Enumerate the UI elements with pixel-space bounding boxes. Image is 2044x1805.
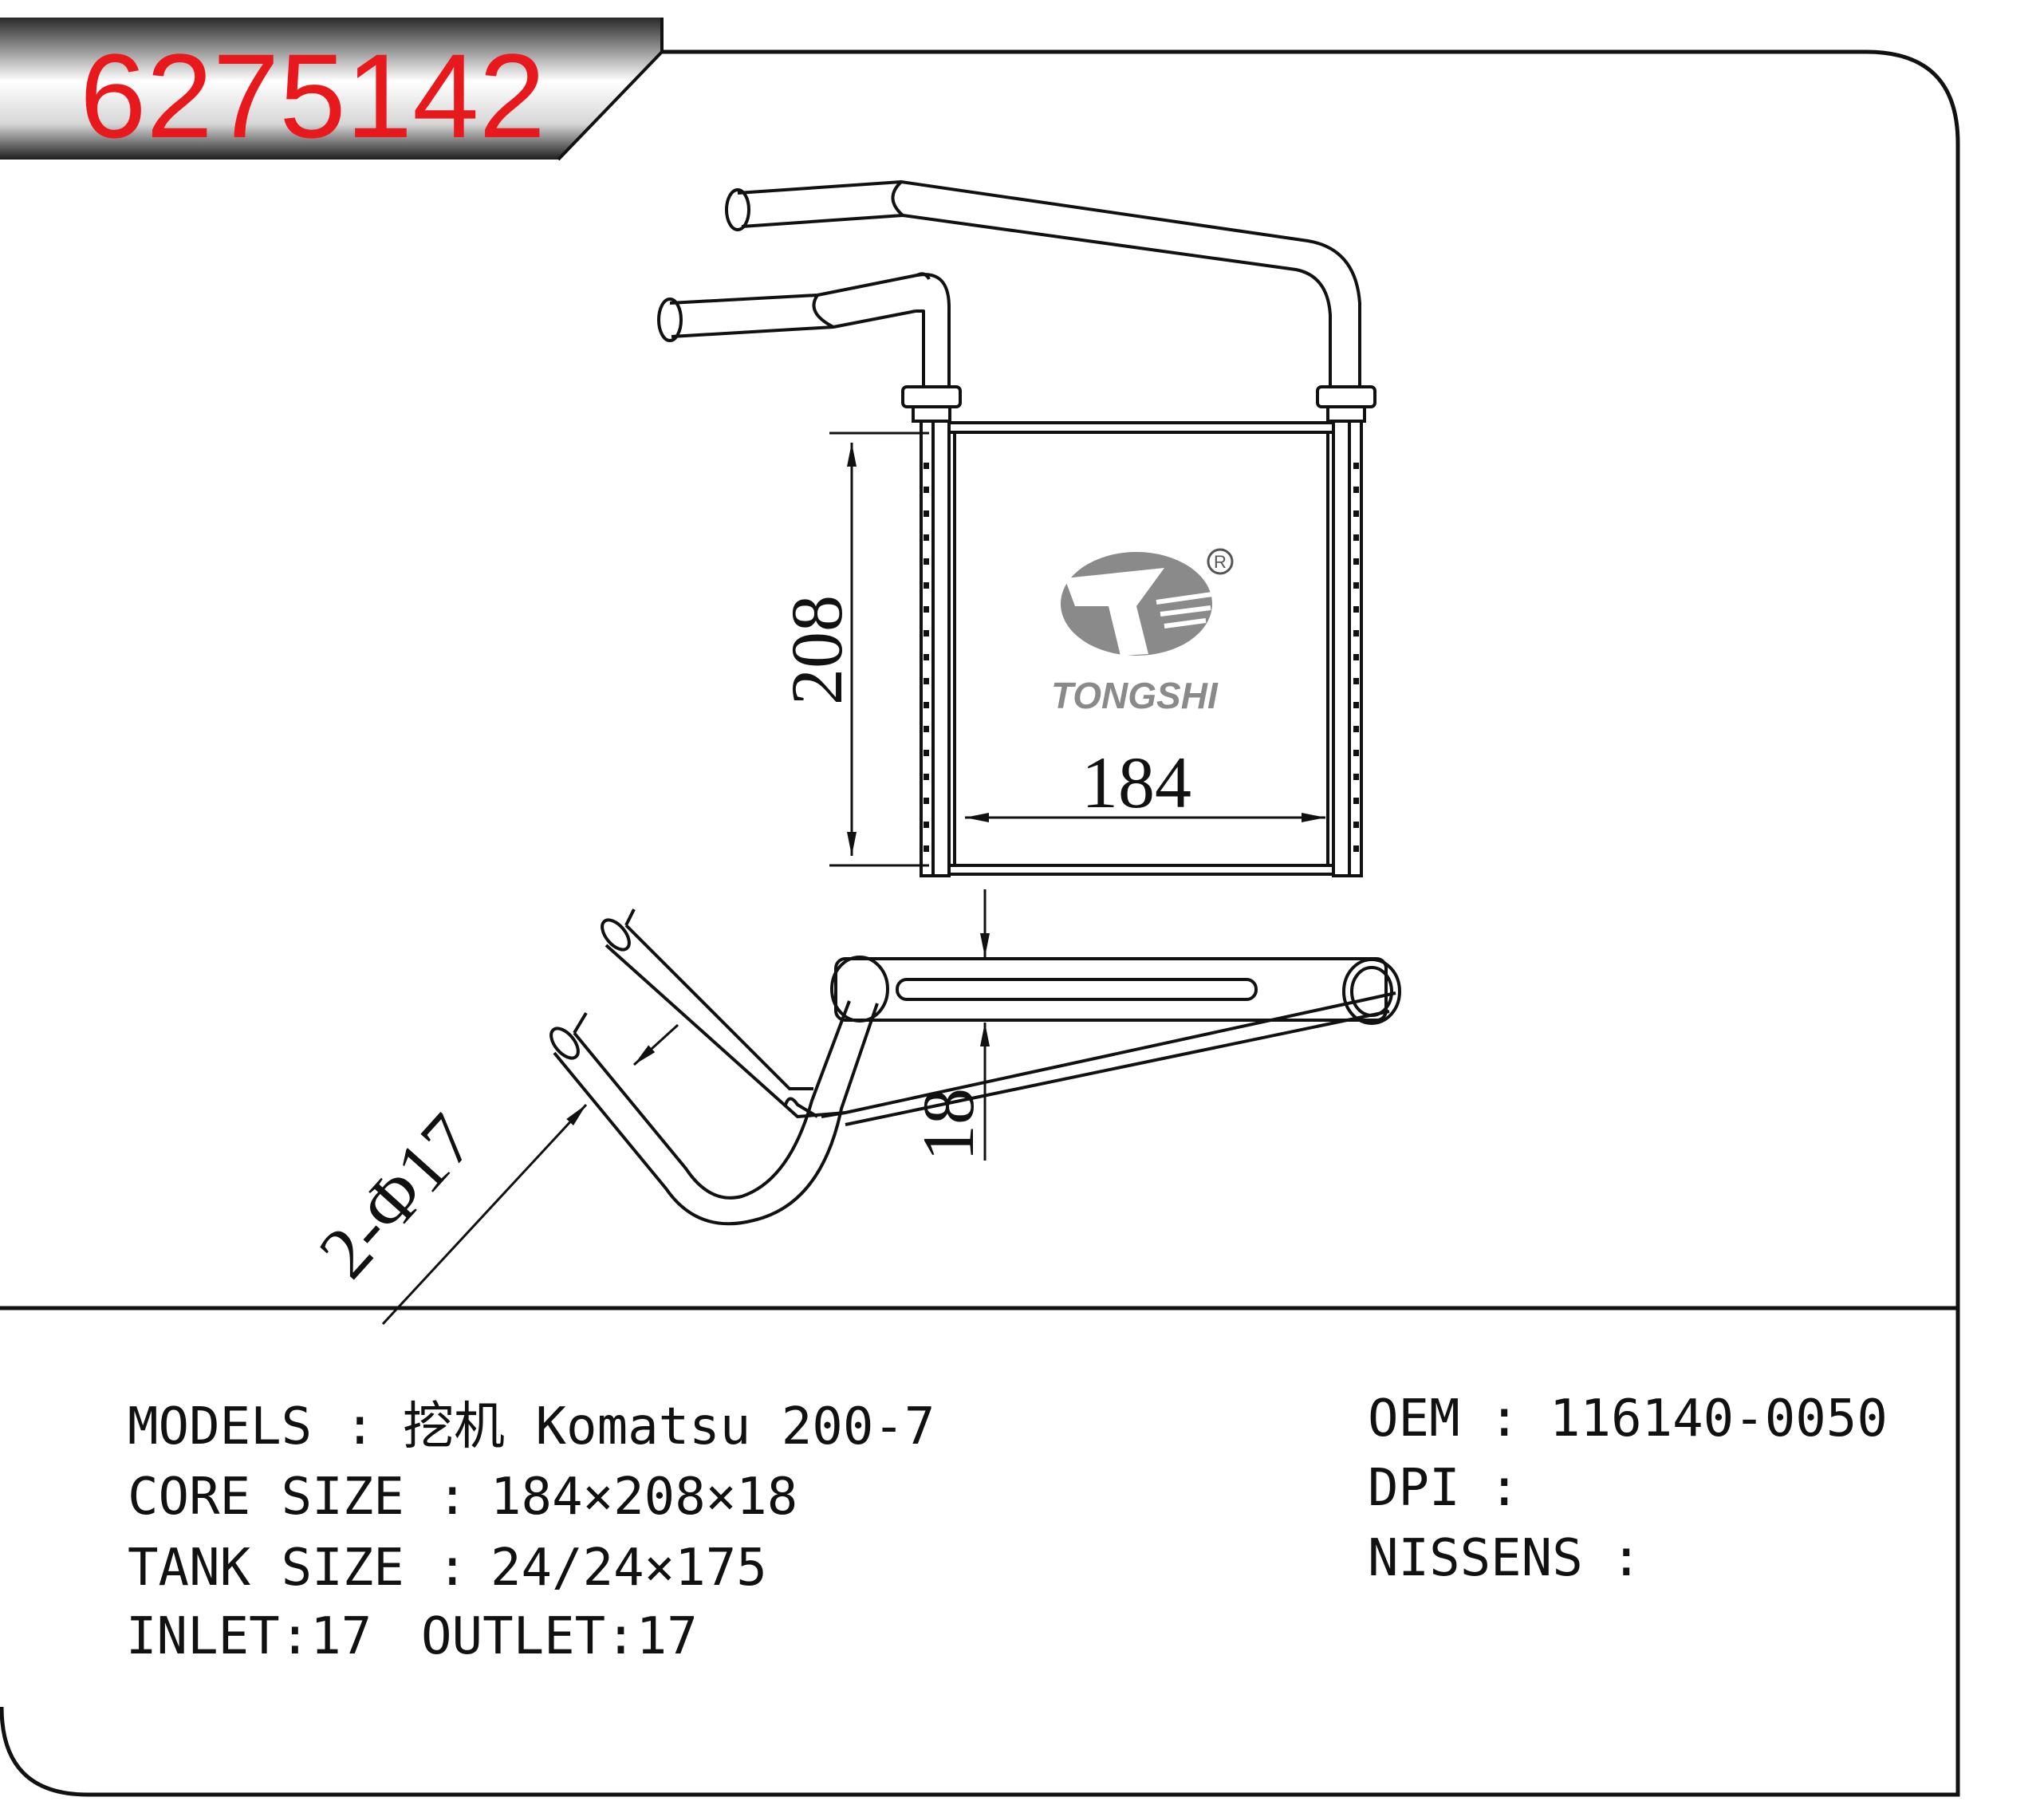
tank-notch bbox=[1353, 606, 1359, 613]
tank-notch bbox=[924, 750, 929, 756]
pipe-diameter-dimension bbox=[381, 1023, 679, 1326]
tank-size-separator: : bbox=[437, 1539, 468, 1598]
core-size-label: CORE SIZE bbox=[128, 1468, 404, 1527]
tank-notch bbox=[1353, 702, 1359, 708]
upper-pipes bbox=[657, 180, 1361, 387]
tank-notch bbox=[924, 510, 929, 517]
core-front-view bbox=[920, 420, 1363, 877]
tank-notch bbox=[924, 774, 929, 780]
tank-notch bbox=[1353, 558, 1359, 565]
brand-logo: R TONGSHI bbox=[1051, 548, 1234, 716]
tank-notch bbox=[924, 606, 929, 613]
tank-notch bbox=[924, 654, 929, 660]
tank-notch bbox=[924, 558, 929, 565]
spec-block: MODELS : 挖机 Komatsu 200-7 CORE SIZE : 18… bbox=[126, 1389, 1888, 1666]
tank-notch bbox=[1353, 654, 1359, 660]
tank-notch bbox=[1353, 726, 1359, 732]
tank-notch bbox=[1353, 798, 1359, 804]
tank-notch bbox=[1353, 582, 1359, 589]
tank-notch bbox=[1353, 822, 1359, 828]
thickness-label: 18 bbox=[908, 1088, 989, 1161]
tank-size-label: TANK SIZE bbox=[128, 1539, 404, 1598]
tank-notch bbox=[924, 487, 929, 493]
part-number: 6275142 bbox=[80, 29, 545, 163]
tank-notch bbox=[1353, 678, 1359, 684]
tank-notch bbox=[924, 726, 929, 732]
sheet-frame bbox=[0, 49, 1960, 1797]
tank-notch bbox=[1353, 534, 1359, 541]
nissens-separator: : bbox=[1611, 1529, 1642, 1588]
pipe-fittings bbox=[901, 385, 1376, 423]
tank-notch bbox=[1353, 750, 1359, 756]
core-top-view bbox=[549, 908, 1401, 1226]
dpi-label: DPI bbox=[1368, 1459, 1460, 1518]
tank-notch bbox=[1353, 463, 1359, 469]
models-separator: : bbox=[345, 1397, 376, 1456]
tank-notch bbox=[924, 678, 929, 684]
pipe-diameter-label: 2-Φ17 bbox=[303, 1098, 490, 1293]
tank-size-value: 24/24×175 bbox=[490, 1539, 767, 1598]
tank-notch bbox=[924, 845, 929, 852]
tank-notch bbox=[924, 822, 929, 828]
height-label: 208 bbox=[776, 595, 857, 705]
oem-value: 116140-0050 bbox=[1550, 1389, 1888, 1448]
models-label: MODELS bbox=[128, 1397, 312, 1456]
tank-notch bbox=[924, 702, 929, 708]
nissens-label: NISSENS bbox=[1368, 1529, 1583, 1588]
tank-notch bbox=[1353, 630, 1359, 636]
core-size-value: 184×208×18 bbox=[490, 1468, 798, 1527]
inlet-label: INLET:17 bbox=[126, 1607, 372, 1666]
outlet-label: OUTLET:17 bbox=[421, 1607, 698, 1666]
registered-mark: R bbox=[1214, 552, 1227, 572]
tank-notch bbox=[1353, 510, 1359, 517]
width-label: 184 bbox=[1081, 742, 1191, 823]
tank-notch bbox=[1353, 845, 1359, 852]
tank-notch bbox=[924, 798, 929, 804]
oem-label: OEM bbox=[1368, 1389, 1460, 1448]
tank-notches bbox=[924, 463, 1359, 852]
models-value: 挖机 Komatsu 200-7 bbox=[403, 1397, 935, 1456]
oem-separator: : bbox=[1489, 1389, 1520, 1448]
part-number-badge: 6275142 bbox=[0, 18, 664, 163]
dpi-separator: : bbox=[1489, 1459, 1520, 1518]
tank-notch bbox=[924, 630, 929, 636]
tank-notch bbox=[924, 582, 929, 589]
height-dimension bbox=[829, 432, 929, 867]
tank-notch bbox=[924, 463, 929, 469]
brand-name: TONGSHI bbox=[1051, 675, 1219, 716]
tank-notch bbox=[1353, 487, 1359, 493]
core-size-separator: : bbox=[437, 1468, 468, 1527]
tank-notch bbox=[924, 534, 929, 541]
tank-notch bbox=[1353, 774, 1359, 780]
